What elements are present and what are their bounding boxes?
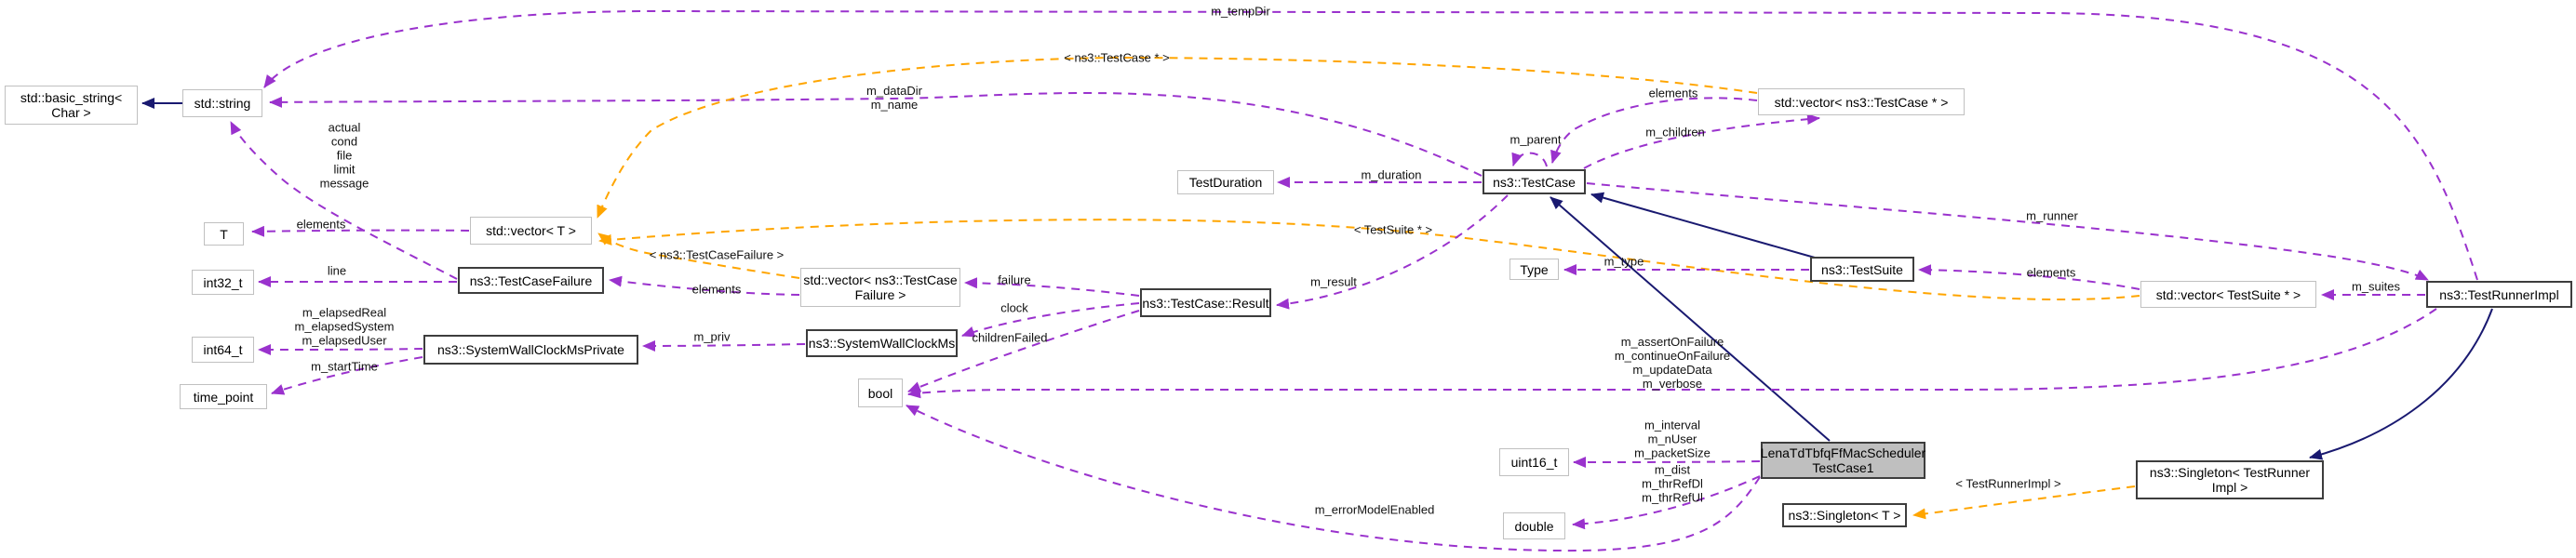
edge-m-runner — [1586, 182, 2429, 281]
edge-m-name — [269, 92, 1483, 177]
edge-dist — [1572, 475, 1761, 530]
node-testcase[interactable]: ns3::TestCase — [1483, 169, 1586, 194]
edge-m-priv — [642, 339, 806, 352]
node-int64[interactable]: int64_t — [192, 337, 254, 363]
edge-tmpl-testsuite-ptr — [598, 219, 2140, 300]
node-double[interactable]: double — [1503, 512, 1565, 539]
node-lena[interactable]: LenaTdTbfqFfMacScheduler TestCase1 — [1761, 442, 1925, 479]
node-vecTC[interactable]: std::vector< ns3::TestCase * > — [1758, 88, 1965, 115]
node-basic_string[interactable]: std::basic_string< Char > — [5, 86, 138, 125]
edge-interval — [1573, 456, 1761, 468]
edge-childrenfailed — [907, 310, 1140, 392]
edge-m-result — [1276, 194, 1509, 310]
node-vecTCF[interactable]: std::vector< ns3::TestCase Failure > — [800, 268, 960, 307]
testsuite-inherits-testcase — [1590, 192, 1816, 259]
node-tcf[interactable]: ns3::TestCaseFailure — [458, 267, 604, 294]
node-duration[interactable]: TestDuration — [1177, 170, 1274, 194]
edge-elements-T — [251, 225, 470, 237]
edge-elements-tcf — [609, 275, 800, 296]
edge-m-parent-loop — [1511, 152, 1548, 167]
node-vecTS[interactable]: std::vector< TestSuite * > — [2140, 281, 2316, 308]
node-swcm[interactable]: ns3::SystemWallClockMs — [806, 329, 958, 357]
edge-elements-testsuite — [1918, 264, 2140, 290]
node-runner[interactable]: ns3::TestRunnerImpl — [2426, 281, 2572, 308]
edge-elements-testcase — [1550, 97, 1758, 164]
edge-m-tempdir — [263, 9, 2478, 281]
node-bool[interactable]: bool — [858, 379, 903, 407]
node-uint16[interactable]: uint16_t — [1499, 448, 1569, 476]
edge-errormodel — [906, 405, 1761, 552]
edge-assert-verbose — [907, 308, 2437, 399]
node-result[interactable]: ns3::TestCase::Result — [1140, 288, 1271, 317]
node-type[interactable]: Type — [1509, 259, 1559, 280]
node-time_point[interactable]: time_point — [180, 384, 267, 409]
node-vecT[interactable]: std::vector< T > — [470, 217, 592, 245]
edge-tmpl-testrunnerimpl — [1912, 485, 2136, 520]
node-singTRI[interactable]: ns3::Singleton< TestRunner Impl > — [2136, 460, 2324, 499]
runner-inherits-singleton — [2309, 308, 2493, 460]
edge-starttime — [271, 356, 423, 395]
edge-m-children — [1583, 113, 1820, 169]
node-singT[interactable]: ns3::Singleton< T > — [1782, 503, 1907, 527]
edge-failure — [964, 277, 1140, 297]
edge-elapsed — [258, 343, 423, 355]
node-std_string[interactable]: std::string — [182, 89, 262, 117]
edge-tmpl-testcasefailure — [597, 232, 800, 279]
node-testsuite[interactable]: ns3::TestSuite — [1810, 257, 1914, 282]
edge-actual-cond — [230, 121, 458, 280]
lena-inherits-testcase — [1550, 196, 1831, 442]
node-T[interactable]: T — [204, 222, 244, 246]
edge-clock — [961, 302, 1140, 338]
node-swcmp[interactable]: ns3::SystemWallClockMsPrivate — [423, 335, 638, 365]
node-int32[interactable]: int32_t — [192, 270, 254, 295]
